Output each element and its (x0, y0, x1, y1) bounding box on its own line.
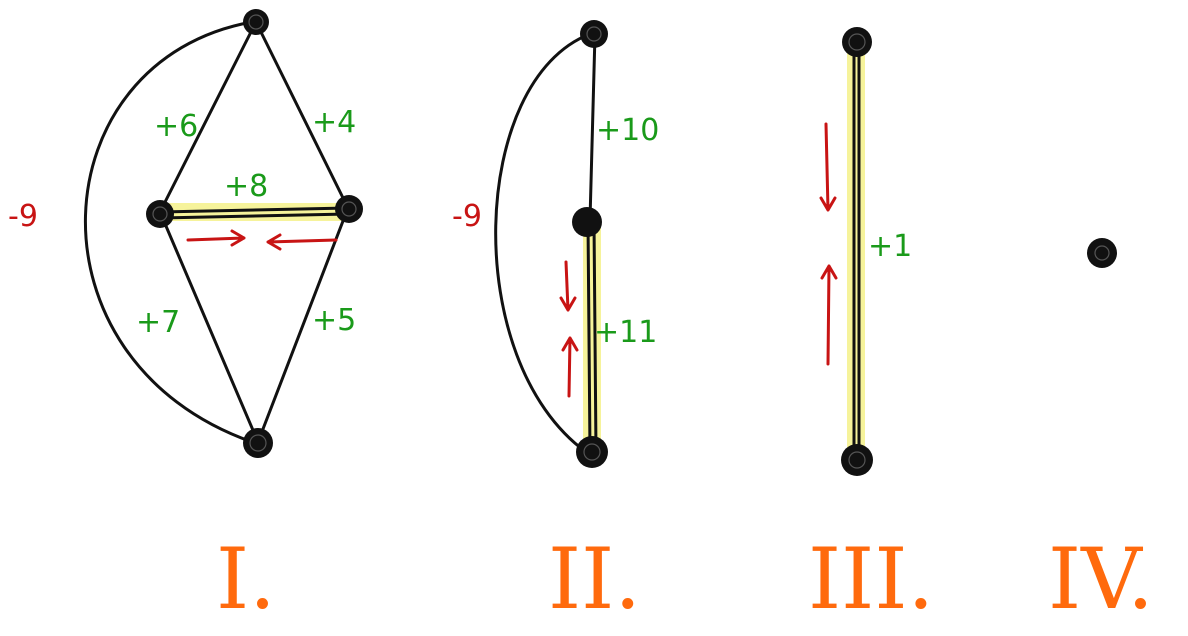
panel-1-edge-middle (158, 206, 350, 214)
panel-1-weight-arc: -9 (8, 199, 38, 234)
panel-1-node-right-ring (341, 201, 357, 217)
panel-1-node-left (146, 200, 174, 228)
panel-2-edge-lower (586, 220, 592, 454)
panel-2-node-bottom (576, 436, 608, 468)
panel-2: +10 +11 -9 II. (452, 20, 659, 628)
panel-1-step-label: I. (216, 530, 276, 628)
panel-1-edge-top-left (158, 20, 258, 214)
panel-3: +1 III. (808, 27, 934, 628)
panel-4-node (1087, 238, 1117, 268)
panel-4: IV. (1048, 238, 1154, 628)
panel-1-node-left-ring (152, 206, 168, 222)
panel-2-edge-lower-double (592, 220, 598, 454)
panel-4-node-ring (1094, 245, 1110, 261)
panel-1-edge-bottom-left (158, 210, 260, 444)
panel-4-step-label: IV. (1048, 530, 1154, 628)
panel-3-arrow-up (820, 264, 838, 366)
panel-1-weight-bottom-right: +5 (312, 303, 356, 338)
panel-2-node-top-ring (586, 26, 602, 42)
panel-1-node-top-ring (248, 14, 264, 30)
panel-1-edge-top-right (254, 20, 350, 210)
panel-2-weight-upper: +10 (596, 113, 659, 148)
panel-3-node-top (842, 27, 872, 57)
panel-2-step-label: II. (548, 530, 641, 628)
panel-1-node-top (243, 9, 269, 35)
panel-1-edge-arc (84, 20, 254, 444)
panel-2-weight-lower: +11 (594, 315, 657, 350)
panel-1-edge-middle-double (158, 212, 350, 220)
panel-2-arrow-up (561, 336, 579, 398)
panel-3-weight-edge: +1 (868, 229, 912, 264)
panel-3-node-bottom (841, 444, 873, 476)
panel-2-edge-arc (494, 32, 592, 454)
panel-2-node-bottom-ring (583, 443, 601, 461)
panel-2-weight-arc: -9 (452, 199, 482, 234)
panel-2-node-middle (572, 207, 602, 237)
panel-2-edge-upper (588, 32, 597, 222)
panel-1-node-bottom-ring (249, 434, 267, 452)
panel-1-arrow-right (186, 229, 246, 247)
panel-1-node-right (335, 195, 363, 223)
panel-1-node-bottom (243, 428, 273, 458)
panel-1-weight-top-left: +6 (154, 109, 198, 144)
panel-1-weight-bottom-left: +7 (136, 305, 180, 340)
panel-2-node-top (580, 20, 608, 48)
panel-1: +6 +4 +8 +7 +5 -9 I. (8, 9, 363, 628)
panel-1-arrow-left (266, 233, 338, 251)
panel-3-step-label: III. (808, 530, 934, 628)
panel-3-node-top-ring (848, 33, 866, 51)
panel-1-edge-bottom-right (256, 206, 350, 444)
panel-3-arrow-down (819, 122, 837, 212)
panel-2-arrow-down (559, 260, 577, 312)
panel-1-weight-top-right: +4 (312, 105, 356, 140)
panel-3-node-bottom-ring (848, 451, 866, 469)
panel-1-weight-middle: +8 (224, 169, 268, 204)
